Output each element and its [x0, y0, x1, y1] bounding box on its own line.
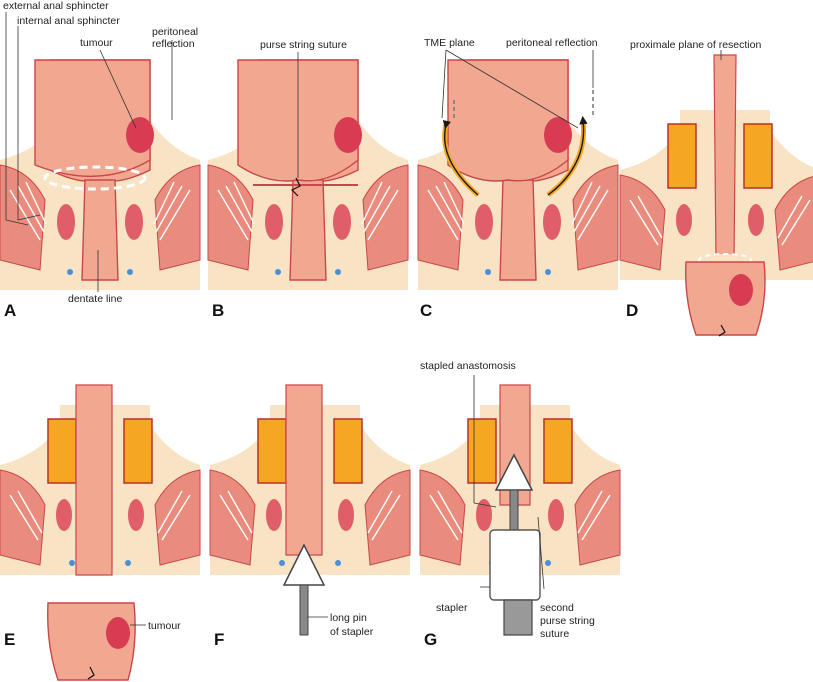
- tumour-mass: [126, 117, 154, 153]
- label-peritoneal-reflection: peritoneal reflection: [506, 37, 598, 49]
- panel-g: stapled anastomosis stapler second purse…: [419, 360, 621, 649]
- panel-letter-c: C: [420, 301, 432, 320]
- panel-letter-e: E: [4, 630, 15, 649]
- resection-ring: [43, 165, 147, 191]
- panel-c: TME plane peritoneal reflection C: [417, 37, 619, 320]
- label-long-pin: long pin: [330, 612, 367, 624]
- label-external-sphincter: external anal sphincter: [3, 0, 109, 12]
- stapler-pin: [299, 584, 309, 636]
- label-tme-plane: TME plane: [424, 37, 475, 49]
- panel-a: external anal sphincter internal anal sp…: [0, 0, 201, 320]
- label-stapled-anastomosis: stapled anastomosis: [420, 360, 516, 372]
- tumour-mass-e: [106, 617, 130, 649]
- panel-e: tumour E: [0, 384, 201, 681]
- label-suture: suture: [540, 628, 569, 640]
- label-second: second: [540, 602, 574, 614]
- label-dentate-line: dentate line: [68, 293, 122, 305]
- label-stapler: stapler: [436, 602, 468, 614]
- panel-letter-a: A: [4, 301, 16, 320]
- label-of-stapler: of stapler: [330, 626, 374, 638]
- panel-letter-g: G: [424, 630, 437, 649]
- label-proximal-plane: proximale plane of resection: [630, 39, 761, 51]
- panel-letter-f: F: [214, 630, 224, 649]
- stapler-handle: [503, 599, 533, 636]
- label-purse-string: purse string: [540, 615, 595, 627]
- label-tumour-e: tumour: [148, 620, 181, 632]
- label-reflection: reflection: [152, 38, 195, 50]
- label-purse-string-suture: purse string suture: [260, 39, 347, 51]
- label-tumour: tumour: [80, 37, 113, 49]
- panel-f: long pin of stapler F: [209, 384, 411, 649]
- panel-letter-b: B: [212, 301, 224, 320]
- panel-b: purse string suture B: [207, 39, 409, 320]
- panel-d: proximale plane of resection D: [619, 39, 813, 337]
- label-internal-sphincter: internal anal sphincter: [17, 15, 120, 27]
- label-peritoneal: peritoneal: [152, 26, 198, 38]
- stapler-body: [489, 529, 541, 601]
- panel-letter-d: D: [626, 301, 638, 320]
